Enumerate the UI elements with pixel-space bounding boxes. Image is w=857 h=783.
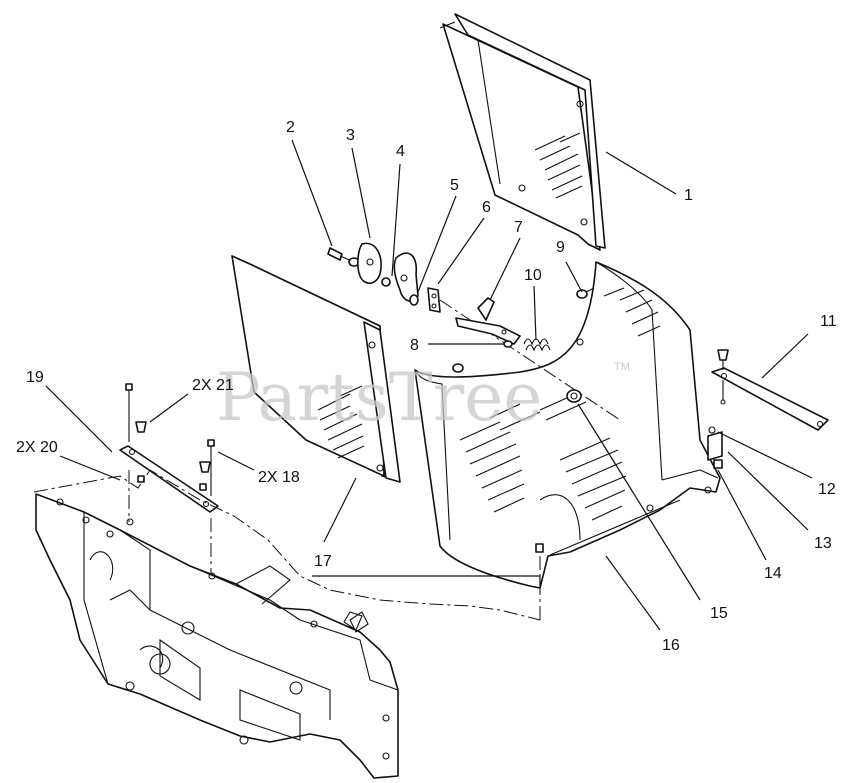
part-7-latch-lever	[455, 297, 521, 345]
callout-7: 7	[514, 219, 523, 236]
callout-16: 16	[662, 637, 680, 654]
watermark: PartsTree TM	[216, 359, 630, 436]
part-21-screw	[135, 421, 211, 473]
part-3-cam-plate	[357, 242, 382, 285]
watermark-tm: TM	[614, 361, 630, 373]
callout-13: 13	[814, 535, 832, 552]
callout-5: 5	[450, 177, 459, 194]
callout-6: 6	[482, 199, 491, 216]
part-10-spring	[523, 338, 551, 352]
part-11-bracket	[711, 349, 829, 431]
part-19-mount-bracket	[119, 445, 219, 513]
callout-2x-18: 2X 18	[258, 469, 300, 486]
part-misc-bolt	[535, 543, 544, 553]
tractor-frame	[33, 469, 541, 779]
callout-3: 3	[346, 127, 355, 144]
part-9-screw	[576, 287, 595, 299]
part-5-washer	[409, 294, 419, 306]
part-16-shroud	[414, 261, 721, 589]
callout-4: 4	[396, 143, 405, 160]
part-misc-screw	[452, 363, 464, 373]
callout-11: 11	[820, 313, 837, 330]
part-17-front-panel	[231, 255, 401, 483]
callout-14: 14	[764, 565, 782, 582]
part-4-latch-plate	[381, 252, 419, 302]
callout-8: 8	[410, 337, 419, 354]
callout-2x-21: 2X 21	[192, 377, 234, 394]
callout-9: 9	[556, 239, 565, 256]
part-15-knob	[566, 389, 582, 403]
callout-10: 10	[524, 267, 542, 284]
part-18-bolt	[125, 383, 215, 496]
part-8-nut	[503, 340, 513, 348]
callouts: 1 2 3 4 5 6 7 8 9 10 11 12 13 14 15 16 1…	[16, 119, 837, 654]
part-14-catch	[713, 459, 723, 469]
callout-12: 12	[818, 481, 836, 498]
callout-19: 19	[26, 369, 44, 386]
callout-15: 15	[710, 605, 728, 622]
part-12-screw	[708, 426, 716, 434]
callout-17: 17	[314, 553, 332, 570]
callout-2: 2	[286, 119, 295, 136]
part-1-rear-panel	[439, 13, 606, 251]
callout-2x-20: 2X 20	[16, 439, 58, 456]
part-13-latch-clip	[707, 431, 723, 461]
part-2-bolt	[327, 247, 360, 267]
watermark-text: PartsTree	[216, 359, 542, 436]
callout-1: 1	[684, 187, 693, 204]
leader-lines	[45, 139, 813, 631]
